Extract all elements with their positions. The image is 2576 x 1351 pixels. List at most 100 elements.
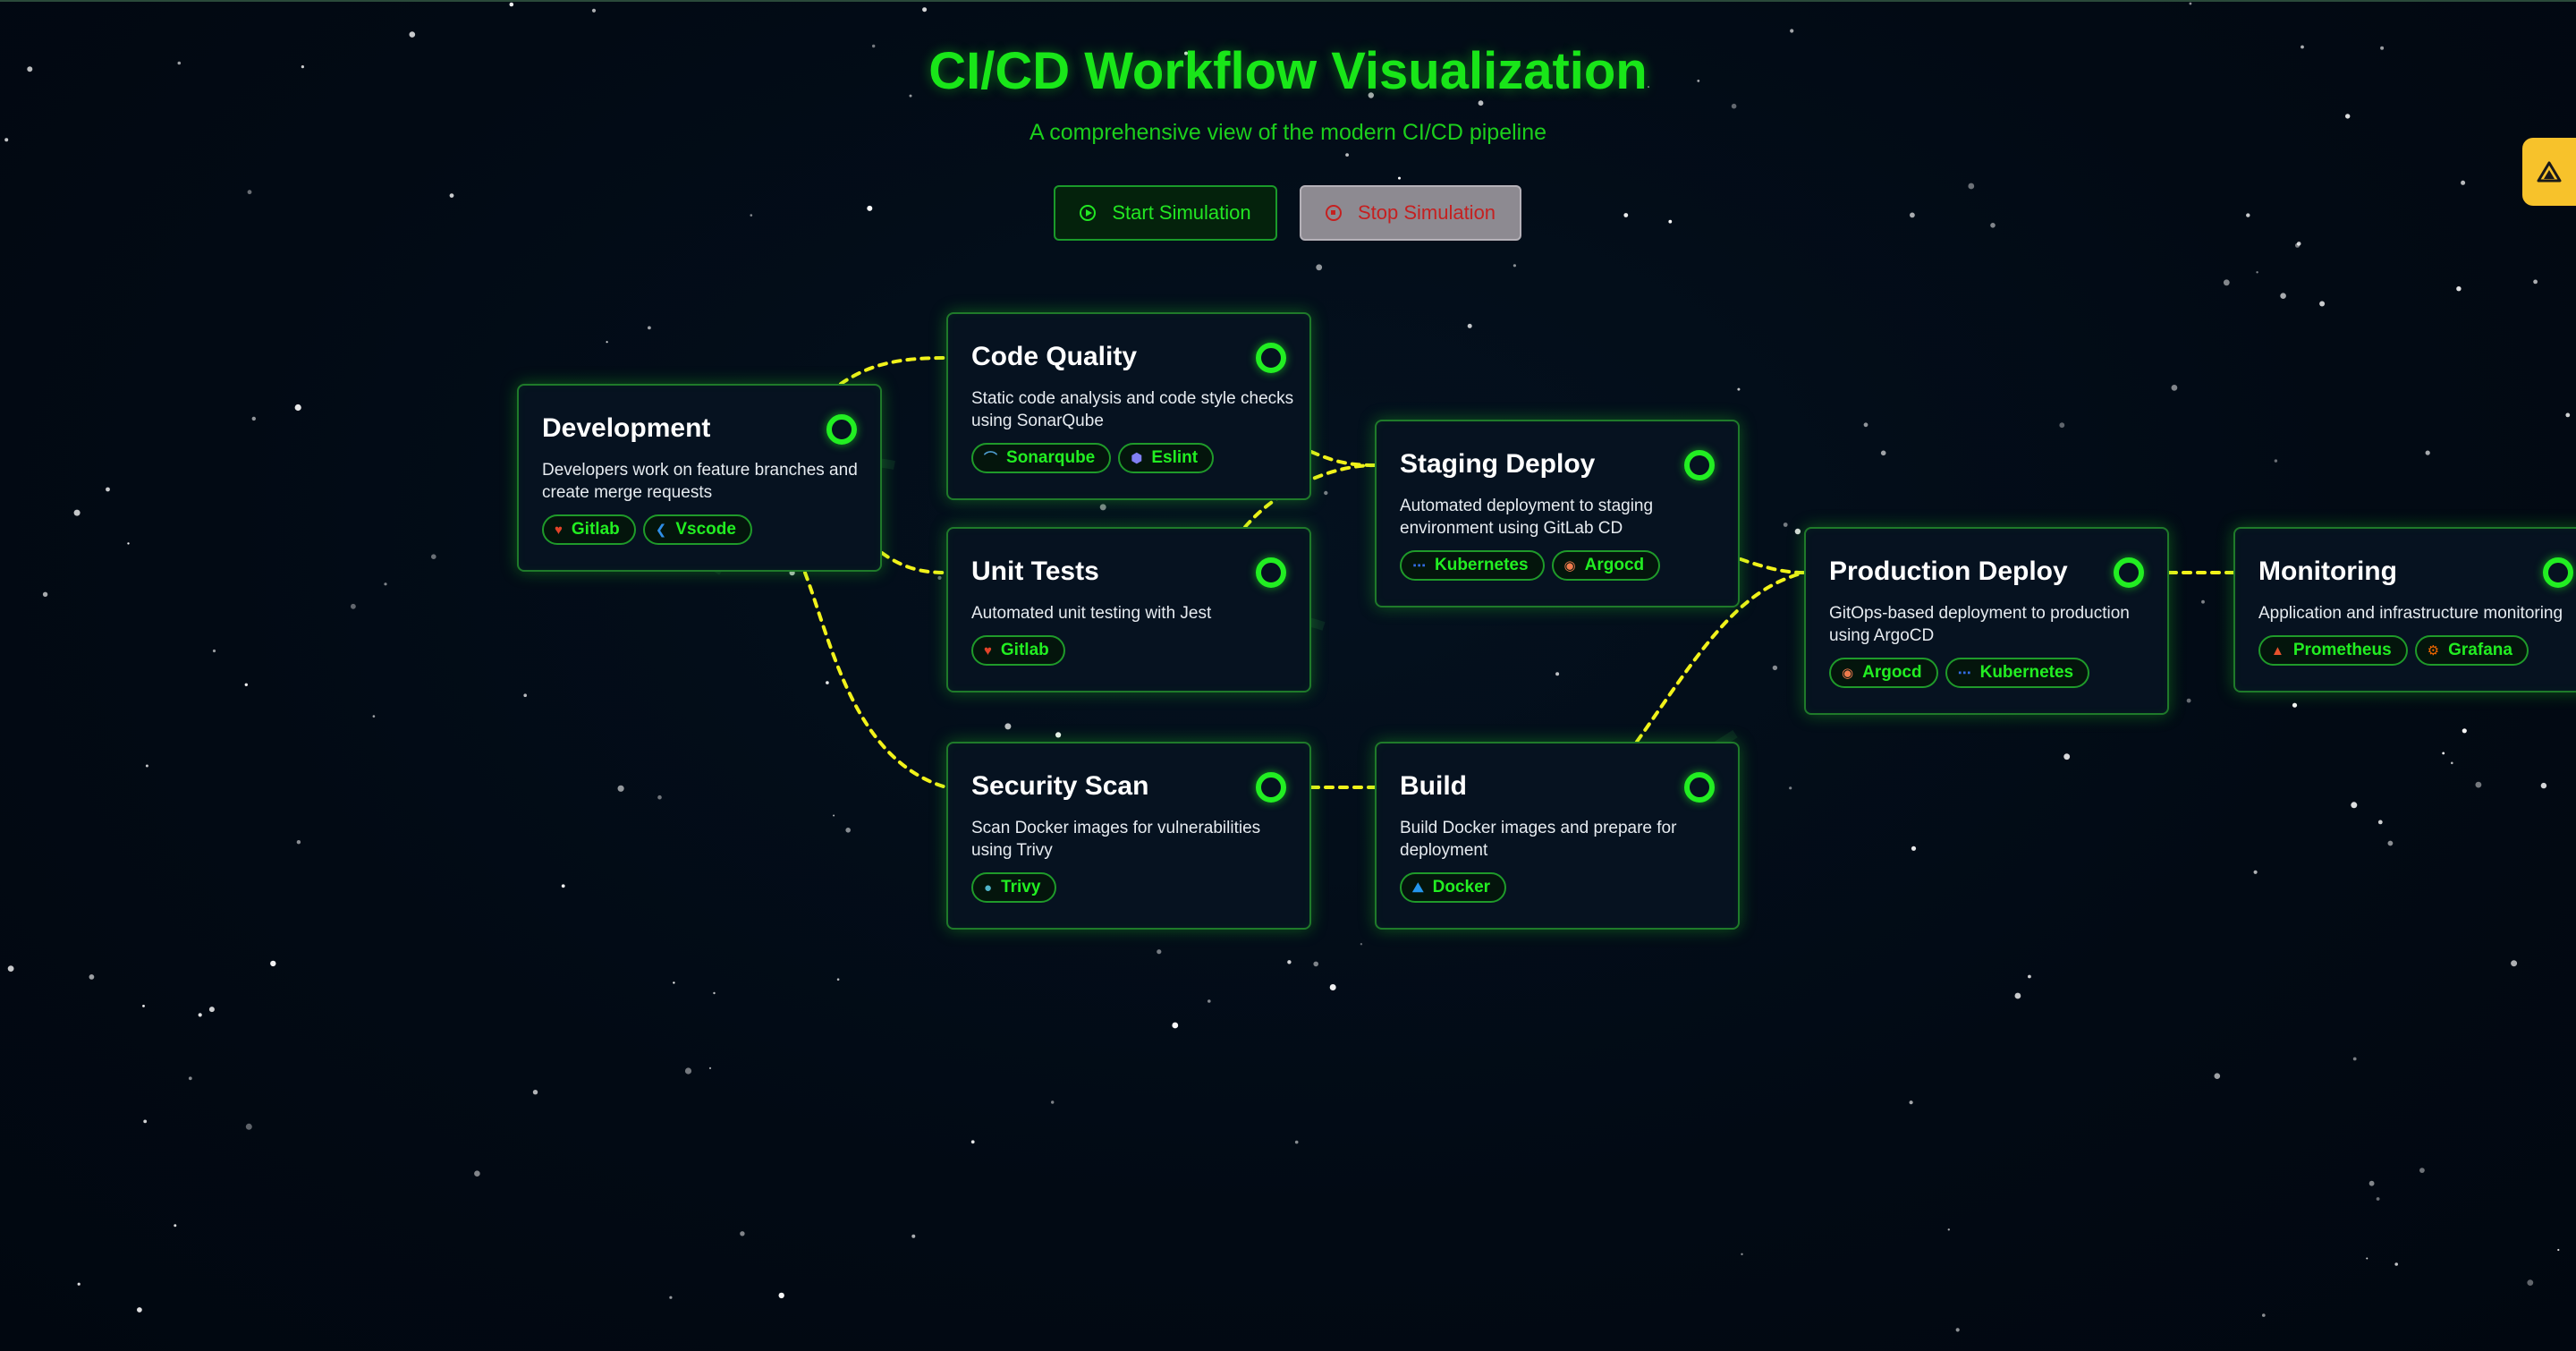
star [143,1119,148,1124]
vscode-icon: ❮ [655,522,667,538]
stage-card-development[interactable]: Development Developers work on feature b… [517,384,882,572]
status-ring-icon [1684,772,1715,803]
star [2387,840,2394,846]
star [1947,1228,1950,1231]
star [106,487,110,492]
stage-title: Build [1400,771,1467,801]
prometheus-icon: ▲ [2271,642,2284,659]
stage-card-production-deploy[interactable]: Production Deploy GitOps-based deploymen… [1804,527,2169,715]
stage-description: Automated deployment to staging environm… [1400,497,1654,538]
star [2256,271,2258,274]
star [2442,752,2445,755]
star [1789,786,1792,790]
gitlab-icon: ♥ [984,642,992,659]
status-ring-icon [1256,772,1286,803]
star [296,840,301,845]
tool-tag-vscode: ❮Vscode [642,514,752,545]
star [937,575,942,581]
status-ring-icon [826,414,857,445]
star [911,1234,916,1238]
star [2419,1168,2425,1173]
stage-description: Automated unit testing with Jest [971,604,1212,623]
gitlab-icon: ♥ [555,522,563,538]
status-ring-icon [1256,557,1286,588]
star [1741,1253,1743,1256]
star [1968,183,1975,190]
star [2511,960,2518,967]
star [2527,1279,2534,1286]
star [867,205,873,211]
star [2462,728,2467,734]
star [2351,802,2358,809]
star [1324,490,1328,496]
stage-card-unit-tests[interactable]: Unit Tests Automated unit testing with J… [946,527,1311,692]
star [2280,293,2286,300]
star [2214,1073,2221,1079]
star [509,2,514,7]
star [2425,450,2430,455]
star [1697,80,1700,82]
star [208,1007,215,1013]
star [1360,943,1363,946]
start-simulation-button[interactable]: Start Simulation [1054,185,1277,241]
star [2461,180,2466,185]
star [1051,1100,1055,1104]
stop-simulation-button[interactable]: Stop Simulation [1300,185,1521,241]
kubernetes-icon: ⋯ [1412,557,1426,574]
stage-card-monitoring[interactable]: Monitoring Application and infrastructur… [2233,527,2576,692]
star [449,193,454,199]
star [1623,213,1629,217]
stage-card-staging-deploy[interactable]: Staging Deploy Automated deployment to s… [1375,420,1740,608]
star [1955,1328,1960,1332]
star [684,1067,692,1075]
stage-card-security-scan[interactable]: Security Scan Scan Docker images for vul… [946,742,1311,930]
stage-description: Application and infrastructure monitorin… [2258,604,2563,623]
star [909,94,912,98]
star [1398,176,1401,180]
star [137,1307,142,1313]
stage-title: Code Quality [971,342,1138,371]
star [2368,1180,2375,1186]
play-circle-icon [1080,205,1097,221]
tool-tag-kubernetes: ⋯Kubernetes [1945,658,2090,688]
stage-card-build[interactable]: Build Build Docker images and prepare fo… [1375,742,1740,930]
connector-codequality-to-staging [1309,450,1377,467]
tool-tag-argocd: ◉Argocd [1551,550,1661,581]
star [845,828,851,833]
star [73,509,80,516]
star [474,1170,480,1177]
star [145,764,148,768]
star [1157,949,1162,955]
star [2540,782,2547,789]
star [750,214,753,217]
trivy-icon: ● [984,879,993,896]
connector-staging-to-production [1739,557,1806,574]
side-panel-toggle[interactable] [2522,138,2576,206]
star [142,1005,145,1007]
star [1790,29,1794,33]
tool-tag-gitlab: ♥Gitlab [971,635,1065,666]
star [2376,1197,2380,1201]
star [2345,114,2351,119]
eslint-icon: ⬢ [1131,450,1143,466]
star [1731,103,1737,109]
star [673,981,675,984]
star [431,554,436,559]
star [2201,599,2205,604]
star [1313,961,1318,967]
star [2171,385,2178,391]
star [301,65,304,69]
star [294,404,301,412]
star [617,785,624,792]
stop-simulation-label: Stop Simulation [1357,201,1496,224]
warning-triangle-icon [2537,161,2562,183]
star [872,44,876,48]
stage-card-code-quality[interactable]: Code Quality Static code analysis and co… [946,312,1311,500]
star [1990,223,1996,228]
star [409,31,416,38]
star [1794,528,1801,535]
star [2352,1057,2357,1061]
star [244,683,248,686]
star [1329,984,1336,990]
star [1772,665,1778,671]
